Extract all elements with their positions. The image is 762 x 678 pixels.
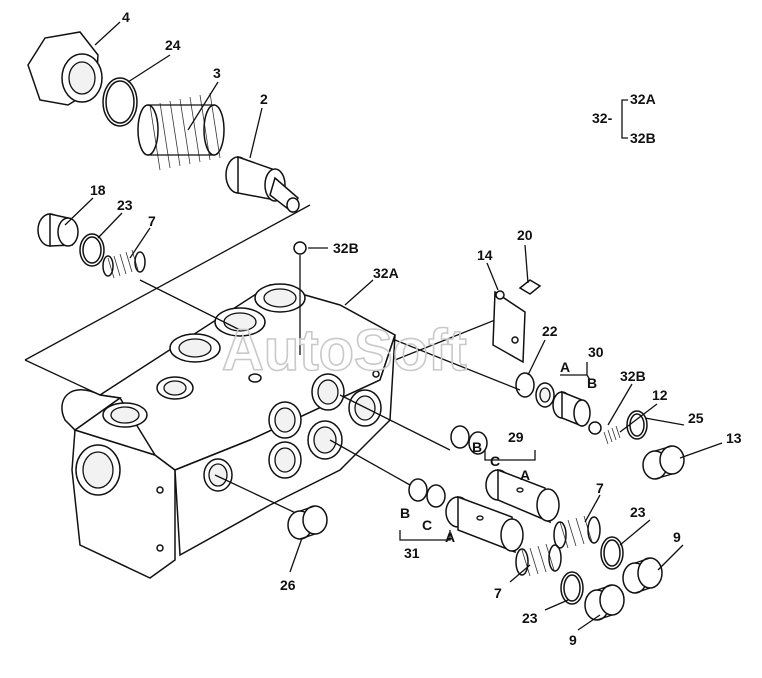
legend-child-b: 32B (630, 130, 656, 146)
callout-29-b: B (472, 439, 482, 455)
ball-32b (588, 421, 602, 435)
legend-32: 32- 32A 32B (592, 91, 656, 146)
callout-30-b: B (587, 375, 597, 391)
spring-7-low (515, 543, 562, 577)
callout-2: 2 (260, 91, 268, 107)
plug-4 (27, 31, 103, 106)
plate-14 (492, 290, 526, 364)
callout-31: 31 (404, 545, 420, 561)
callout-13: 13 (726, 430, 742, 446)
poppet-2 (225, 155, 300, 214)
callout-25: 25 (688, 410, 704, 426)
callout-9-low: 9 (569, 632, 577, 648)
callout-18: 18 (90, 182, 106, 198)
callout-labels: 4 24 3 2 18 23 7 32B 32A 14 20 22 30 A B… (90, 9, 742, 648)
o-ring-23-mid (600, 536, 624, 570)
o-ring-23-low (560, 571, 584, 605)
callout-4: 4 (122, 9, 130, 25)
guide-lines (24, 204, 521, 516)
spool-30b (552, 390, 591, 428)
callout-23-mid: 23 (630, 504, 646, 520)
callout-32a: 32A (373, 265, 399, 281)
callout-7-low: 7 (494, 585, 502, 601)
legend-child-a: 32A (630, 91, 656, 107)
valve-body (61, 283, 396, 579)
screw-20 (518, 279, 542, 295)
spring-12 (603, 425, 621, 445)
callout-32b-top: 32B (333, 240, 359, 256)
callout-22: 22 (542, 323, 558, 339)
callout-9-right: 9 (673, 529, 681, 545)
plug-9-right (622, 557, 663, 594)
legend-parent: 32- (592, 110, 613, 126)
spring-7-mid (553, 515, 601, 549)
callout-23-low: 23 (522, 610, 538, 626)
callout-12: 12 (652, 387, 668, 403)
callout-26: 26 (280, 577, 296, 593)
spring-7-top (102, 249, 146, 279)
callout-32b-right: 32B (620, 368, 646, 384)
callout-31-a: A (445, 529, 455, 545)
spring-3 (137, 92, 225, 171)
callout-23-top: 23 (117, 197, 133, 213)
o-ring-23-top (79, 233, 105, 267)
callout-29-c: C (490, 453, 500, 469)
callout-29-a: A (520, 467, 530, 483)
plug-26 (287, 505, 328, 540)
callout-14: 14 (477, 247, 493, 263)
spool-group-29 (450, 425, 560, 524)
ring-22 (515, 372, 535, 398)
watermark: AutoSoft (222, 318, 467, 383)
plug-18 (37, 213, 79, 247)
callout-7-top: 7 (148, 213, 156, 229)
callout-20: 20 (517, 227, 533, 243)
ball-32b-top (293, 241, 307, 255)
callout-7-mid: 7 (596, 480, 604, 496)
callout-30: 30 (588, 344, 604, 360)
seat-30a (535, 382, 555, 408)
o-ring-24 (102, 77, 138, 127)
callout-3: 3 (213, 65, 221, 81)
callout-24: 24 (165, 37, 181, 53)
plug-9-low (584, 584, 625, 621)
spool-group-31 (408, 478, 524, 554)
callout-31-b: B (400, 505, 410, 521)
callout-30-a: A (560, 359, 570, 375)
leader-lines (64, 21, 723, 631)
callout-31-c: C (422, 517, 432, 533)
plug-13 (642, 445, 685, 480)
callout-29: 29 (508, 429, 524, 445)
